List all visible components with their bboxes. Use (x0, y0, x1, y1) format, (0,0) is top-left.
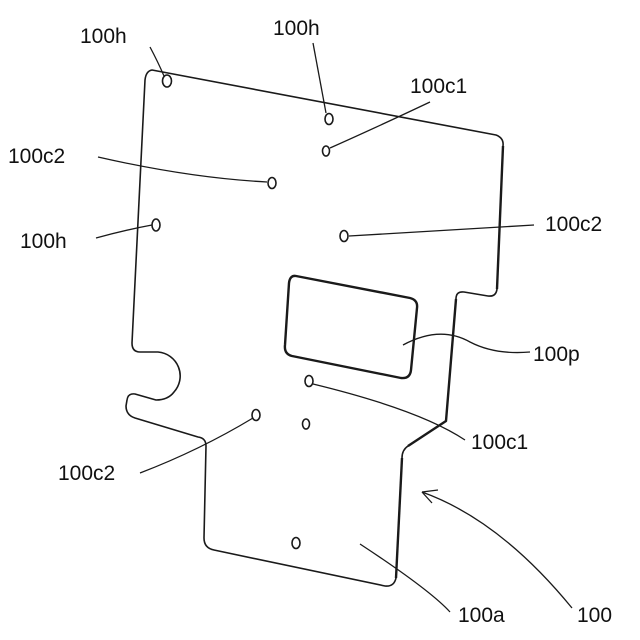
leader-plate-surface (360, 544, 450, 612)
leader-contact-c1-top (330, 102, 430, 148)
label-contact-c2-right: 100c2 (545, 213, 602, 236)
leader-contact-c2-right (349, 225, 534, 236)
label-contact-c1-top: 100c1 (410, 75, 467, 98)
plate-outline (126, 70, 503, 586)
leader-contact-c2-upper-left (98, 157, 267, 182)
label-contact-c1-lower: 100c1 (471, 431, 528, 454)
leader-hole-top-center (313, 43, 326, 113)
label-contact-c2-lower-left: 100c2 (58, 462, 115, 485)
label-hole-top-left: 100h (80, 25, 127, 48)
leader-contact-c2-lower-left (140, 418, 253, 473)
label-contact-c2-upper-left: 100c2 (8, 145, 65, 168)
leader-lines (96, 43, 572, 612)
hole-top-center (325, 114, 333, 125)
hole-left (152, 219, 160, 231)
leader-hole-left (96, 225, 152, 238)
contact-c2-lower-left (252, 410, 260, 421)
plate (126, 70, 503, 586)
label-hole-left: 100h (20, 230, 67, 253)
contact-c2-upper-left (268, 178, 276, 189)
leader-contact-c1-lower (313, 384, 465, 440)
hole-bottom (292, 538, 300, 549)
plate-edge-lower-right (396, 458, 402, 578)
label-pocket: 100p (533, 343, 580, 366)
contact-c1-top (323, 146, 330, 156)
reference-labels: 100h 100h 100c1 100c2 100h 100c2 100p 10… (8, 17, 612, 627)
pocket-outline (285, 276, 417, 378)
arrow-plate-head (422, 490, 438, 503)
plate-edge-upper-right (497, 146, 503, 289)
hole-lower-center (303, 419, 310, 429)
contact-c2-right (340, 231, 348, 242)
label-plate: 100 (577, 604, 612, 627)
label-plate-surface: 100a (458, 604, 505, 627)
contact-c1-lower (305, 376, 313, 387)
arrow-plate (422, 492, 572, 608)
leader-pocket (403, 334, 530, 352)
hole-top-left (163, 75, 172, 87)
label-hole-top-center: 100h (273, 17, 320, 40)
